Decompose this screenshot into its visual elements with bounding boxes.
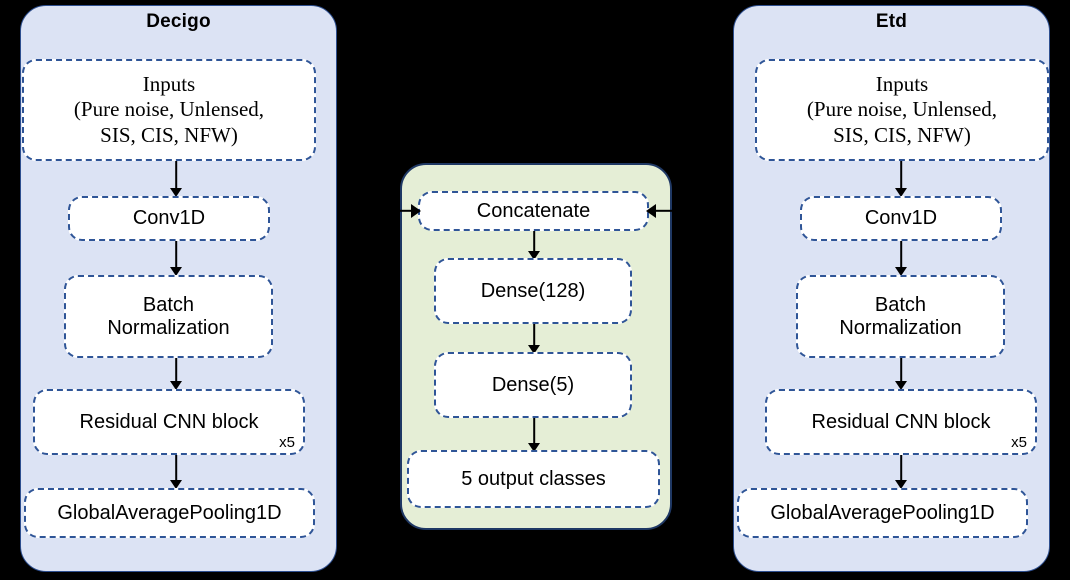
arrow-shaft bbox=[175, 455, 177, 480]
node-label: Residual CNN block bbox=[79, 410, 259, 433]
arrow-shaft bbox=[533, 324, 535, 345]
arrow-head bbox=[895, 480, 907, 489]
node-decigo-inputs[interactable]: Inputs (Pure noise, Unlensed, SIS, CIS, … bbox=[22, 59, 316, 161]
arrow-head bbox=[411, 204, 421, 218]
node-decigo-conv1d[interactable]: Conv1D bbox=[68, 196, 270, 241]
node-etd-batchnorm[interactable]: Batch Normalization bbox=[796, 275, 1005, 358]
arrow-shaft bbox=[175, 241, 177, 267]
arrow-head bbox=[170, 381, 182, 390]
node-label: Conv1D bbox=[132, 207, 206, 230]
branch-title-decigo: Decigo bbox=[146, 11, 211, 32]
node-label: Dense(5) bbox=[491, 373, 575, 396]
node-multiplier-badge: x5 bbox=[279, 434, 295, 452]
arrow-decigo-residual-to-gap bbox=[169, 455, 183, 489]
branch-title-etd: Etd bbox=[875, 11, 908, 32]
arrow-decigo-batchnorm-to-residual bbox=[169, 358, 183, 390]
node-etd-globalaveragepooling1d[interactable]: GlobalAveragePooling1D bbox=[737, 488, 1028, 538]
node-etd-conv1d[interactable]: Conv1D bbox=[800, 196, 1002, 241]
arrow-shaft bbox=[533, 231, 535, 251]
node-label: Residual CNN block bbox=[811, 410, 991, 433]
arrow-shaft bbox=[900, 241, 902, 267]
node-etd-residual-cnn-block[interactable]: Residual CNN block x5 bbox=[765, 389, 1037, 455]
arrow-shaft bbox=[900, 161, 902, 188]
node-dense-5[interactable]: Dense(5) bbox=[434, 352, 632, 418]
arrow-head bbox=[170, 188, 182, 197]
node-etd-inputs[interactable]: Inputs (Pure noise, Unlensed, SIS, CIS, … bbox=[755, 59, 1049, 161]
arrow-etd-to-concatenate bbox=[646, 203, 688, 219]
arrow-decigo-conv1d-to-batchnorm bbox=[169, 241, 183, 276]
node-label: GlobalAveragePooling1D bbox=[770, 501, 995, 524]
arrow-decigo-to-concatenate bbox=[385, 203, 421, 219]
arrow-head bbox=[528, 443, 540, 452]
arrow-shaft bbox=[175, 358, 177, 381]
node-label: 5 output classes bbox=[461, 467, 606, 490]
arrow-concatenate-to-dense128 bbox=[527, 231, 541, 260]
arrow-shaft bbox=[900, 455, 902, 480]
arrow-dense5-to-output bbox=[527, 418, 541, 452]
arrow-head bbox=[895, 188, 907, 197]
arrow-head bbox=[170, 480, 182, 489]
arrow-head bbox=[646, 204, 656, 218]
node-label: Concatenate bbox=[476, 199, 591, 222]
arrow-shaft bbox=[655, 209, 688, 213]
arrow-etd-inputs-to-conv1d bbox=[894, 161, 908, 197]
node-label: GlobalAveragePooling1D bbox=[57, 501, 282, 524]
arrow-etd-residual-to-gap bbox=[894, 455, 908, 489]
node-label: Inputs (Pure noise, Unlensed, SIS, CIS, … bbox=[806, 71, 998, 147]
arrow-shaft bbox=[533, 418, 535, 443]
node-label: Inputs (Pure noise, Unlensed, SIS, CIS, … bbox=[73, 71, 265, 147]
node-label: Batch Normalization bbox=[839, 294, 962, 339]
node-label: Conv1D bbox=[864, 207, 938, 230]
arrow-head bbox=[528, 251, 540, 260]
node-label: Batch Normalization bbox=[107, 294, 230, 339]
arrow-head bbox=[528, 345, 540, 354]
arrow-shaft bbox=[900, 358, 902, 381]
node-decigo-batchnorm[interactable]: Batch Normalization bbox=[64, 275, 273, 358]
node-decigo-residual-cnn-block[interactable]: Residual CNN block x5 bbox=[33, 389, 305, 455]
node-decigo-globalaveragepooling1d[interactable]: GlobalAveragePooling1D bbox=[24, 488, 315, 538]
arrow-shaft bbox=[385, 209, 413, 213]
arrow-head bbox=[895, 267, 907, 276]
arrow-etd-batchnorm-to-residual bbox=[894, 358, 908, 390]
node-output-classes[interactable]: 5 output classes bbox=[407, 450, 660, 508]
node-dense-128[interactable]: Dense(128) bbox=[434, 258, 632, 324]
arrow-shaft bbox=[175, 161, 177, 188]
arrow-head bbox=[895, 381, 907, 390]
arrow-decigo-inputs-to-conv1d bbox=[169, 161, 183, 197]
arrow-head bbox=[170, 267, 182, 276]
arrow-etd-conv1d-to-batchnorm bbox=[894, 241, 908, 276]
arrow-dense128-to-dense5 bbox=[527, 324, 541, 354]
node-multiplier-badge: x5 bbox=[1011, 434, 1027, 452]
node-concatenate[interactable]: Concatenate bbox=[418, 191, 649, 231]
node-label: Dense(128) bbox=[480, 279, 586, 302]
